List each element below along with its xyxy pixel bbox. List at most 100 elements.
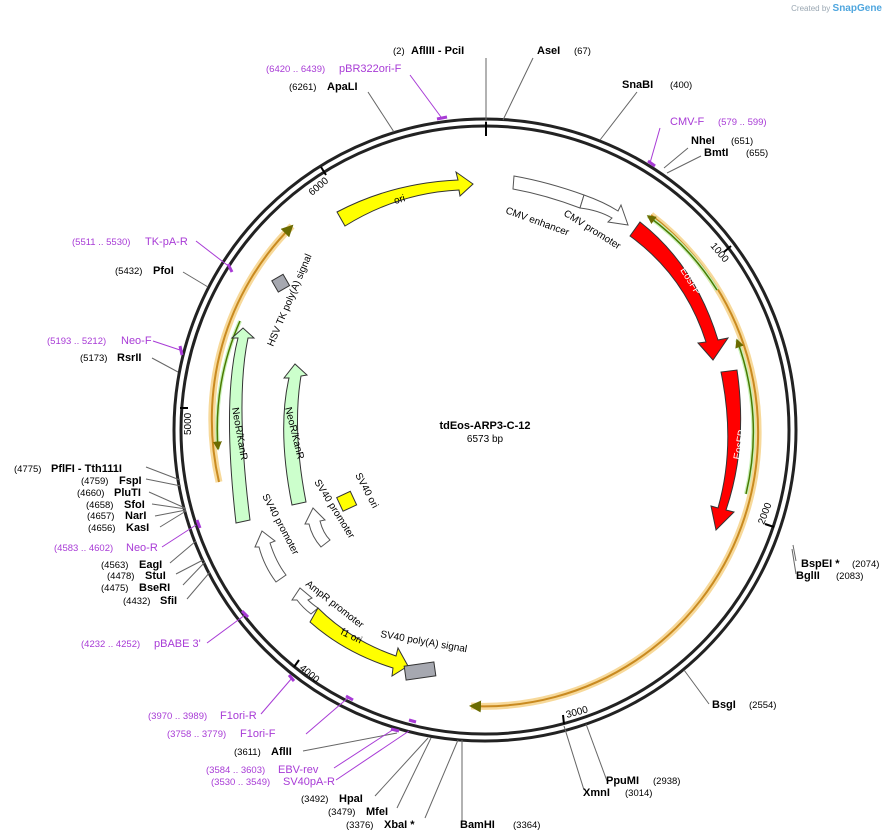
- site-7-name: BsgI: [712, 699, 736, 711]
- site-22-name: PluTI: [114, 487, 141, 499]
- site-13-name: HpaI: [339, 793, 363, 805]
- site-26-name: PfoI: [153, 265, 174, 277]
- site-15-name: SfiI: [160, 595, 177, 607]
- site-10-name: BamHI: [460, 819, 495, 831]
- feature-eosfp-2-label: EosFP: [732, 429, 748, 461]
- feature-sv40-ori[interactable]: SV40 ori: [336, 471, 380, 512]
- site-11-name: XbaI *: [384, 819, 415, 831]
- site-19-pos: (4656): [88, 523, 115, 534]
- site-24-pos: (4775): [14, 464, 41, 475]
- site-9-name: XmnI: [583, 787, 610, 799]
- site-4-pos: (655): [746, 148, 768, 159]
- orf-arrows: [212, 214, 756, 495]
- feature-hsv-tk-polya-label: HSV TK poly(A) signal: [266, 252, 315, 348]
- snapgene-logo: SnapGene: [832, 3, 882, 14]
- site-6-name: BglII: [796, 570, 820, 582]
- site-25-name: RsrII: [117, 352, 141, 364]
- feature-neor-2[interactable]: NeoR/KanR: [282, 363, 309, 506]
- site-7-pos: (2554): [749, 700, 776, 711]
- site-20-name: NarI: [125, 510, 146, 522]
- site-5-pos: (2074): [852, 559, 879, 570]
- tick-2000: 2000: [756, 501, 774, 526]
- site-0-pos: (2): [393, 46, 405, 57]
- site-27-pos: (6261): [289, 82, 316, 93]
- feature-ori[interactable]: ori: [336, 170, 474, 227]
- primer-7-pos: (3758 .. 3779): [167, 729, 226, 740]
- feature-cmv-enhancer-label: CMV enhancer: [504, 205, 571, 238]
- primer-1-name: CMV-F: [670, 116, 705, 128]
- site-4-name: BmtI: [704, 147, 728, 159]
- site-20-pos: (4657): [87, 511, 114, 522]
- plasmid-title: tdEos-ARP3-C-12: [439, 420, 530, 432]
- site-8-pos: (2938): [653, 776, 680, 787]
- primer-7-name: F1ori-F: [240, 728, 276, 740]
- site-19-name: KasI: [126, 522, 149, 534]
- site-3-name: NheI: [691, 135, 715, 147]
- site-26-pos: (5432): [115, 266, 142, 277]
- site-1-name: AseI: [537, 45, 560, 57]
- primer-3-pos: (5193 .. 5212): [47, 336, 106, 347]
- primer-0-pos: (6420 .. 6439): [266, 64, 325, 75]
- site-12-pos: (3479): [328, 807, 355, 818]
- backbone-outer: [172, 117, 798, 743]
- site-21-pos: (4658): [86, 500, 113, 511]
- tick-6000: 6000: [307, 175, 331, 198]
- snapgene-watermark: Created by SnapGene: [791, 3, 882, 14]
- site-21-name: SfoI: [124, 499, 145, 511]
- primer-6-pos: (3970 .. 3989): [148, 711, 207, 722]
- site-18-name: EagI: [139, 559, 162, 571]
- site-9-pos: (3014): [625, 788, 652, 799]
- ruler: 1000 2000 3000 4000 5000 6000: [180, 166, 775, 725]
- site-22-pos: (4660): [77, 488, 104, 499]
- site-11-pos: (3376): [346, 820, 373, 831]
- site-0-name: AflIII - PciI: [411, 45, 464, 57]
- feature-neor-1[interactable]: NeoR/KanR: [229, 327, 256, 524]
- site-27-name: ApaLI: [327, 81, 358, 93]
- primer-8-name: EBV-rev: [278, 764, 319, 776]
- primer-3-name: Neo-F: [121, 335, 152, 347]
- primer-6-name: F1ori-R: [220, 710, 257, 722]
- primer-labels: (6420 .. 6439) pBR322ori-F CMV-F (579 ..…: [47, 63, 767, 788]
- site-labels: (2) AflIII - PciI AseI (67) SnaBI (400) …: [14, 45, 879, 831]
- primer-9-name: SV40pA-R: [283, 776, 335, 788]
- primer-2-name: TK-pA-R: [145, 236, 188, 248]
- tick-5000: 5000: [183, 412, 194, 435]
- site-leaders: [145, 57, 797, 822]
- primer-5-name: pBABE 3': [154, 638, 201, 650]
- feature-sv40-promoter-1[interactable]: SV40 promoter: [304, 478, 357, 548]
- site-15-pos: (4432): [123, 596, 150, 607]
- site-2-pos: (400): [670, 80, 692, 91]
- site-14-pos: (3611): [234, 747, 261, 758]
- site-23-name: FspI: [119, 475, 142, 487]
- feature-ori-label: ori: [393, 193, 407, 207]
- site-8-name: PpuMI: [606, 775, 639, 787]
- primer-4-name: Neo-R: [126, 542, 158, 554]
- primer-leaders: [152, 74, 661, 781]
- primer-1-pos: (579 .. 599): [718, 117, 767, 128]
- site-5-name: BspEI *: [801, 558, 840, 570]
- feature-cmv-enhancer[interactable]: CMV enhancer: [504, 175, 585, 239]
- site-18-pos: (4563): [101, 560, 128, 571]
- primer-8-pos: (3584 .. 3603): [206, 765, 265, 776]
- site-3-pos: (651): [731, 136, 753, 147]
- site-14-name: AflII: [271, 746, 292, 758]
- site-10-pos: (3364): [513, 820, 540, 831]
- site-16-pos: (4475): [101, 583, 128, 594]
- site-16-name: BseRI: [139, 582, 170, 594]
- primer-2-pos: (5511 .. 5530): [72, 237, 130, 248]
- site-17-pos: (4478): [107, 571, 134, 582]
- feature-hsv-tk-polya[interactable]: HSV TK poly(A) signal: [266, 252, 315, 348]
- site-12-name: MfeI: [366, 806, 388, 818]
- site-25-pos: (5173): [80, 353, 107, 364]
- feature-eosfp-2[interactable]: EosFP: [710, 369, 748, 532]
- feature-sv40-promoter-2[interactable]: SV40 promoter: [254, 492, 301, 583]
- site-6-pos: (2083): [836, 571, 863, 582]
- site-17-name: StuI: [145, 570, 166, 582]
- primer-9-pos: (3530 .. 3549): [211, 777, 270, 788]
- plasmid-length: 6573 bp: [467, 434, 504, 445]
- feature-sv40-polya-label: SV40 poly(A) signal: [379, 629, 467, 655]
- site-1-pos: (67): [574, 46, 591, 57]
- primer-5-pos: (4232 .. 4252): [81, 639, 140, 650]
- primer-0-name: pBR322ori-F: [339, 63, 402, 75]
